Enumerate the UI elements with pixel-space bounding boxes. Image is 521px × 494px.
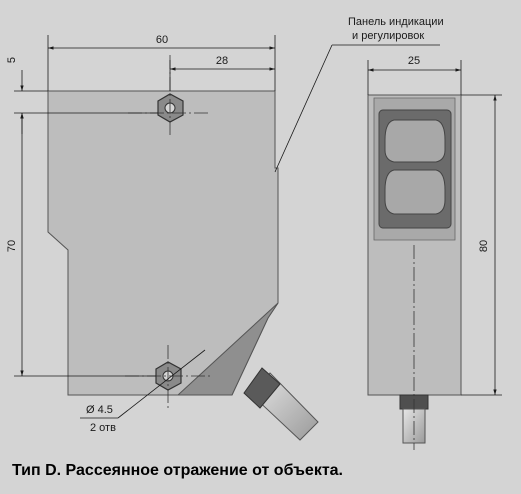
callout-line1: Панель индикации [348, 16, 444, 28]
dim-side-width: 25 [408, 55, 420, 67]
callout-leader [274, 44, 440, 173]
front-view [47, 55, 319, 441]
dim-height: 70 [6, 240, 18, 252]
dim-hole-offset: 28 [216, 55, 228, 67]
dim-hole-diameter: Ø 4.5 [86, 404, 113, 416]
dim-overall-width: 60 [156, 34, 168, 46]
dim-top-offset: 5 [6, 57, 18, 63]
front-dimensions [14, 35, 276, 419]
optical-face [176, 302, 279, 396]
lens-pair [384, 119, 446, 215]
dim-side-height: 80 [478, 240, 490, 252]
callout-line2: и регулировок [352, 30, 424, 42]
side-view [367, 94, 462, 450]
dim-hole-count: 2 отв [90, 422, 116, 434]
front-cable [243, 367, 319, 441]
figure-caption: Тип D. Рассеянное отражение от объекта. [12, 462, 343, 479]
technical-drawing: 60 28 5 70 Ø 4.5 2 отв Панель индикации … [6, 16, 502, 450]
side-dimensions [367, 60, 502, 396]
